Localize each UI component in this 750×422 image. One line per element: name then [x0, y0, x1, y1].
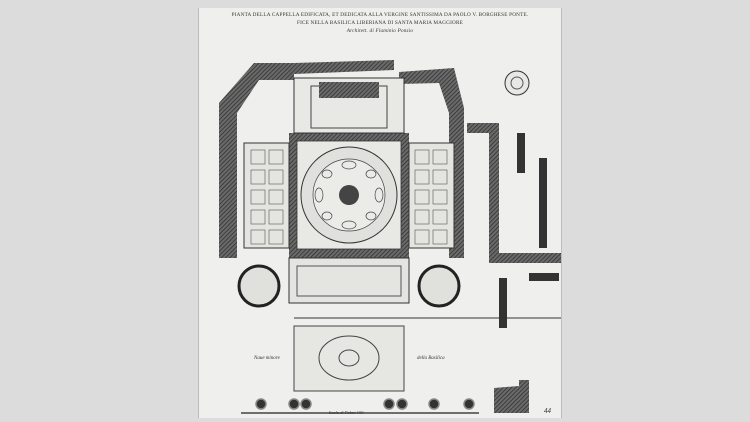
- outer-wall-top: [294, 60, 394, 74]
- sacristy-right: [417, 264, 461, 308]
- plate-number: 44: [544, 407, 551, 415]
- sacristy-left: [237, 264, 281, 308]
- medallion: [504, 70, 530, 96]
- column-bases: [255, 398, 475, 410]
- scale-label: Scala di Palmi 100: [329, 410, 364, 415]
- side-arm-right: [408, 142, 455, 249]
- outer-wall-left: [219, 63, 294, 258]
- title-line-1: PIANTA DELLA CAPPELLA EDIFICATA, ET DEDI…: [231, 12, 529, 18]
- label-basilica: della Basilica: [417, 356, 445, 361]
- side-arm-left: [243, 142, 290, 249]
- engraving-sheet: PIANTA DELLA CAPPELLA EDIFICATA, ET DEDI…: [198, 8, 562, 418]
- title-line-2: FICE NELLA BASILICA LIBERIANA DI SANTA M…: [297, 20, 463, 26]
- adjacent-rooms: [467, 123, 561, 263]
- floor-plan: [219, 60, 561, 414]
- label-nave-minore: Naue minore: [254, 356, 280, 361]
- architect-credit: Architett. di Flaminio Ponzio: [346, 28, 414, 34]
- coat-of-arms: [339, 185, 359, 205]
